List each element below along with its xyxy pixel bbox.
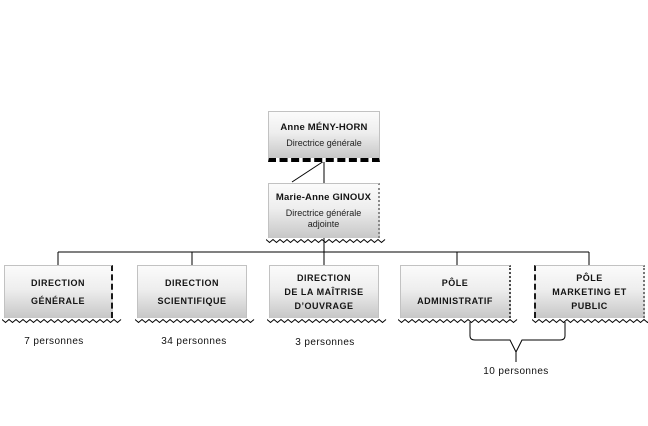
- torn-edge-decoration: [267, 318, 387, 324]
- org-node-director: Anne MÉNY-HORN Directrice générale: [268, 111, 380, 162]
- torn-edge-decoration: [2, 318, 122, 324]
- torn-edge-decoration: [398, 318, 518, 324]
- deputy-name: Marie-Anne GINOUX: [275, 192, 372, 203]
- director-name: Anne MÉNY-HORN: [280, 121, 368, 133]
- headcount-direction-scientifique: 34 personnes: [161, 336, 227, 347]
- org-node-pole-administratif: PÔLE ADMINISTRATIF: [400, 265, 511, 318]
- headcount-maitrise-ouvrage: 3 personnes: [295, 337, 355, 348]
- director-role: Directrice générale: [286, 137, 362, 148]
- org-node-pole-marketing-public: PÔLE MARKETING ET PUBLIC: [534, 265, 645, 318]
- org-node-direction-scientifique: DIRECTION SCIENTIFIQUE: [137, 265, 247, 318]
- org-node-deputy: Marie-Anne GINOUX Directrice générale ad…: [268, 183, 380, 238]
- unit-label: DIRECTION GÉNÉRALE: [30, 278, 85, 306]
- headcount-direction-generale: 7 personnes: [24, 336, 84, 347]
- org-node-direction-maitrise-ouvrage: DIRECTION DE LA MAÎTRISE D’OUVRAGE: [269, 265, 379, 318]
- unit-label: DIRECTION DE LA MAÎTRISE D’OUVRAGE: [284, 273, 364, 311]
- unit-label: PÔLE MARKETING ET PUBLIC: [552, 273, 627, 311]
- torn-edge-decoration: [266, 238, 386, 244]
- unit-label: PÔLE ADMINISTRATIF: [417, 278, 493, 306]
- headcount-poles-shared: 10 personnes: [483, 366, 549, 377]
- unit-label: DIRECTION SCIENTIFIQUE: [157, 278, 227, 306]
- org-node-direction-generale: DIRECTION GÉNÉRALE: [4, 265, 113, 318]
- deputy-role: Directrice générale adjointe: [285, 208, 362, 229]
- torn-edge-decoration: [532, 318, 648, 324]
- brace: [469, 322, 566, 354]
- torn-edge-decoration: [135, 318, 255, 324]
- diagonal-stray-line: [291, 160, 325, 183]
